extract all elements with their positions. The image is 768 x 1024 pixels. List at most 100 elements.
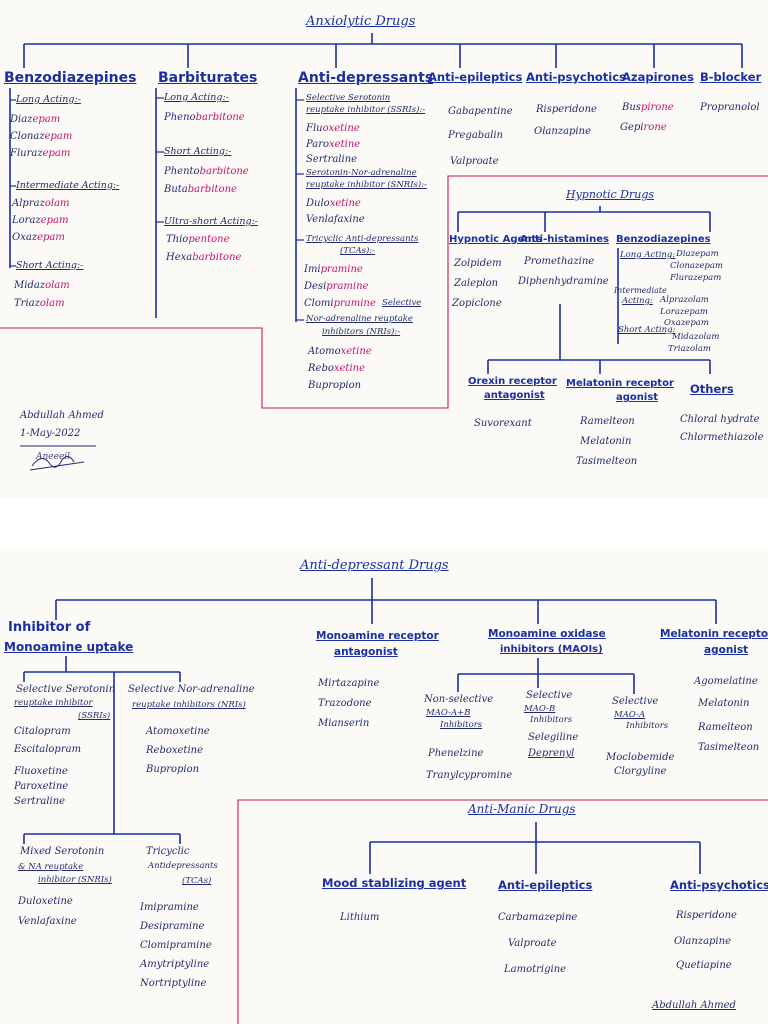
- drug-name-part: olam: [39, 298, 65, 309]
- nri-label: reuptake inhibitors (NRIs): [132, 700, 246, 710]
- drug-name-part: Bus: [622, 102, 641, 113]
- barb-ultra-item: Thiopentone: [166, 234, 230, 246]
- drug-name-part: pramine: [320, 264, 363, 275]
- hypnotic-agents-heading: Hypnotic Agents: [449, 234, 543, 245]
- maoi-selective-a-item: Moclobemide: [606, 752, 675, 763]
- signature-date: 1-May-2022: [20, 428, 81, 439]
- maoi-selective-a-label: Inhibitors: [626, 721, 669, 731]
- hypnotic-benzo-item: Lorazepam: [660, 307, 708, 317]
- drug-name-part: barbitone: [199, 166, 249, 177]
- snri-label: reuptake inhibitor (SNRIs):-: [306, 180, 427, 190]
- benzo-long-item: Diazepam: [10, 114, 60, 126]
- page2-title: Anti-depressant Drugs: [300, 558, 449, 573]
- antimanic-antipsychotic-item: Olanzapine: [674, 936, 731, 947]
- hypnotic-benzo-short-label: Short Acting:: [618, 325, 676, 335]
- snri-item: Duloxetine: [306, 198, 361, 210]
- benzo-long-item: Clonazepam: [10, 131, 72, 143]
- azapirone-item: Gepirone: [620, 122, 667, 134]
- hypnotic-benzo-inter-label: Intermediate: [614, 286, 667, 295]
- maoi-selective-a-label: Selective: [612, 696, 659, 707]
- barb-short-item: Phentobarbitone: [164, 166, 249, 178]
- melatonin-item: Tasimelteon: [576, 456, 638, 467]
- orexin-heading: Orexin receptor: [468, 376, 557, 387]
- page-anxiolytic: Anxiolytic Drugs Benzodiazepines Long Ac…: [0, 0, 768, 498]
- maoi-nonselective-label: MAO-A+B: [426, 708, 471, 718]
- mood-stabilizer-item: Lithium: [340, 912, 380, 923]
- nri-label: Selective Nor-adrenaline: [128, 684, 255, 695]
- melatonin-agonist-item: Agomelatine: [694, 676, 758, 687]
- antihistamines-heading: Anti-histamines: [520, 234, 609, 245]
- antimanic-antiepileptic-item: Lamotrigine: [504, 964, 567, 975]
- drug-name-part: Fluraz: [10, 148, 43, 159]
- ssri-item: Paroxetine: [306, 139, 360, 151]
- drug-name-part: pramine: [326, 281, 369, 292]
- ssri-label: reuptake inhibitor (SSRIs):-: [306, 105, 426, 115]
- drug-name-part: Buta: [164, 184, 188, 195]
- maoi-heading: Monoamine oxidase: [488, 628, 606, 640]
- benzo-inter-item: Alprazolam: [12, 198, 70, 210]
- ssri-item: Escitalopram: [14, 744, 82, 755]
- benzo-inter-item: Oxazepam: [12, 232, 65, 244]
- ssri-item: Fluoxetine: [14, 766, 68, 777]
- benzo-long-item: Flurazepam: [10, 148, 70, 160]
- snri-label: Mixed Serotonin: [20, 846, 105, 857]
- hypnotic-agent-item: Zolpidem: [454, 258, 502, 269]
- antiepileptic-item: Valproate: [450, 156, 499, 167]
- melatonin-agonist-heading: agonist: [704, 644, 749, 656]
- drug-name-part: Pheno: [164, 112, 196, 123]
- tca-label: Tricyclic: [146, 846, 190, 857]
- drug-name-part: Diaz: [10, 114, 33, 125]
- hypnotic-benzo-item: Triazolam: [668, 344, 711, 354]
- others-item: Chlormethiazole: [680, 432, 764, 443]
- drug-name-part: Atomo: [308, 346, 341, 357]
- antiepileptics-heading: Anti-epileptics: [428, 70, 523, 84]
- monoamine-receptor-item: Trazodone: [318, 698, 372, 709]
- benzo-intermediate-label: Intermediate Acting:-: [16, 180, 120, 191]
- drug-name-part: oxetine: [322, 123, 360, 134]
- snri-item: Venlafaxine: [18, 916, 77, 927]
- orexin-heading: antagonist: [484, 390, 545, 401]
- drug-name-part: epam: [42, 148, 71, 159]
- benzodiazepines-heading: Benzodiazepines: [4, 70, 137, 86]
- drug-name-part: Hexa: [166, 252, 193, 263]
- drug-name-part: Phento: [164, 166, 200, 177]
- nri-item: Atomoxetine: [146, 726, 210, 737]
- drug-name-part: epam: [37, 232, 65, 243]
- hypnotic-benzo-item: Clonazepam: [670, 261, 723, 271]
- nri-label: inhibitors (NRIs):-: [322, 327, 401, 337]
- tca-item: Desipramine: [304, 281, 368, 293]
- antimanic-antipsychotic-item: Quetiapine: [676, 960, 732, 971]
- drug-name-part: Midaz: [14, 280, 46, 291]
- b-blocker-heading: B-blocker: [700, 70, 762, 84]
- antimanic-antipsychotic-item: Risperidone: [676, 910, 737, 921]
- drug-name-part: Dulo: [306, 198, 330, 209]
- nri-label: Selective: [382, 298, 422, 308]
- antimanic-antiepileptic-item: Carbamazepine: [498, 912, 578, 923]
- signature-name: Abdullah Ahmed: [652, 1000, 736, 1011]
- maoi-nonselective-label: Inhibitors: [440, 720, 483, 730]
- signature-mark: Aneeeil: [36, 452, 71, 462]
- drug-name-part: Rebo: [308, 363, 334, 374]
- tca-item: Imipramine: [140, 902, 199, 913]
- drug-name-part: barbitone: [192, 252, 242, 263]
- melatonin-receptor-heading: Melatonin receptor: [566, 378, 674, 389]
- tca-item: Desipramine: [140, 921, 205, 932]
- tca-item: Nortriptyline: [140, 978, 207, 989]
- connector-lines: [23, 578, 768, 1024]
- maoi-nonselective-label: Non-selective: [424, 694, 494, 705]
- drug-name-part: epam: [40, 215, 69, 226]
- ssri-item: Sertraline: [14, 796, 66, 807]
- snri-item: Venlafaxine: [306, 214, 365, 226]
- maoi-nonselective-item: Tranylcypromine: [426, 770, 513, 781]
- drug-name-part: xetine: [340, 346, 372, 357]
- benzo-short-label: Short Acting:-: [16, 260, 84, 271]
- snri-item: Duloxetine: [18, 896, 73, 907]
- tca-item: Clomipramine: [304, 298, 376, 310]
- monoamine-receptor-item: Mirtazapine: [318, 678, 380, 689]
- drug-name-part: Clonaz: [10, 131, 45, 142]
- maoi-nonselective-item: Phenelzine: [428, 748, 484, 759]
- ssri-item: Paroxetine: [14, 781, 69, 792]
- ssri-item: Citalopram: [14, 726, 71, 737]
- hypnotic-benzo-item: Flurazepam: [670, 273, 722, 283]
- nri-item: Bupropion: [308, 380, 361, 392]
